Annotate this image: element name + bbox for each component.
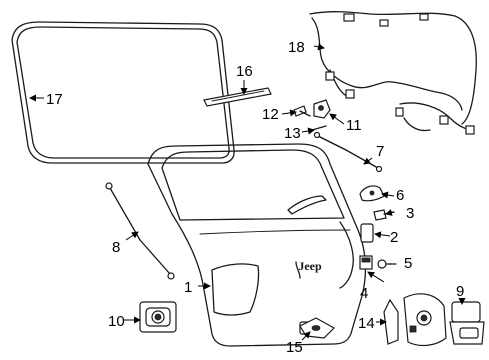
callout-9: 9 xyxy=(456,283,464,300)
hinge xyxy=(359,185,385,202)
callout-17: 17 xyxy=(46,91,63,108)
latch-bracket xyxy=(313,99,331,119)
callout-11: 11 xyxy=(346,117,362,134)
liftgate-panel xyxy=(147,143,367,347)
liftgate-switch xyxy=(139,301,177,333)
callout-12: 12 xyxy=(262,106,279,123)
gas-strut-right xyxy=(313,131,383,173)
gas-strut-left xyxy=(105,182,175,280)
clip-bolt xyxy=(293,105,311,117)
callout-8: 8 xyxy=(112,239,120,256)
weatherstrip-seal xyxy=(11,21,235,164)
upper-trim-molding xyxy=(203,87,272,107)
callout-18: 18 xyxy=(288,39,305,56)
handle-bracket xyxy=(299,317,335,339)
actuator xyxy=(449,301,485,345)
callout-13: 13 xyxy=(284,125,301,142)
liftgate-badge: Jeep xyxy=(298,259,322,273)
latch-assembly xyxy=(383,293,447,347)
callout-labels: 17 16 18 12 11 13 7 6 3 2 5 4 8 1 10 14 … xyxy=(46,39,464,356)
wiring-harness xyxy=(309,11,477,135)
callout-16: 16 xyxy=(236,63,253,80)
callout-6: 6 xyxy=(396,187,404,204)
bumper-stop xyxy=(360,223,374,243)
callout-5: 5 xyxy=(404,255,412,272)
adjusting-screw xyxy=(373,209,395,221)
support-rod xyxy=(311,125,327,131)
leader-lines xyxy=(29,43,466,341)
callout-14: 14 xyxy=(358,315,375,332)
callout-3: 3 xyxy=(406,205,414,222)
callout-15: 15 xyxy=(286,339,303,356)
callout-1: 1 xyxy=(184,279,192,296)
callout-7: 7 xyxy=(376,143,384,160)
callout-4: 4 xyxy=(360,285,368,302)
callout-10: 10 xyxy=(108,313,125,330)
callout-2: 2 xyxy=(390,229,398,246)
latch-bumper xyxy=(359,255,373,270)
screw xyxy=(377,259,397,269)
